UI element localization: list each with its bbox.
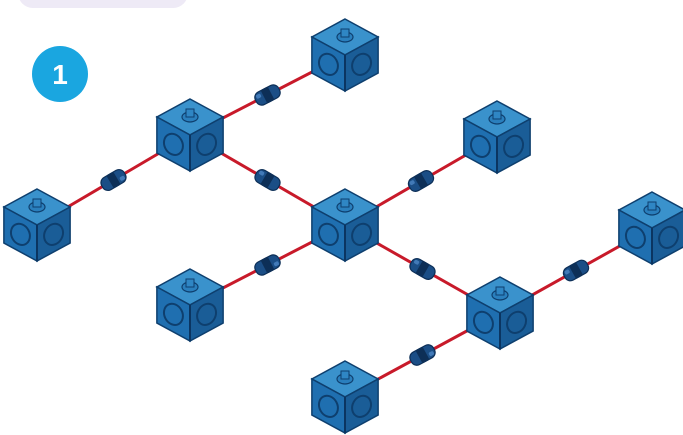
step-badge: 1: [32, 46, 88, 102]
cube-block-icon: [310, 188, 380, 263]
step-number: 1: [52, 59, 68, 90]
cube-block-icon: [2, 188, 72, 263]
connector-icon: [254, 84, 281, 106]
cube-block-icon: [465, 276, 535, 351]
cube-block-icon: [310, 360, 380, 435]
header-pill: [19, 0, 187, 8]
cube-block-icon: [462, 100, 532, 175]
connector-icon: [100, 168, 127, 192]
connector-icon: [409, 344, 436, 366]
connector-icon: [409, 258, 436, 280]
cube-block-icon: [155, 98, 225, 173]
connector-icon: [254, 169, 281, 191]
connector-icon: [254, 254, 281, 276]
step-badge-circle: [32, 46, 88, 102]
cube-block-icon: [310, 18, 380, 93]
connector-icon: [407, 170, 435, 192]
cubes-layer: [2, 18, 683, 435]
cube-block-icon: [155, 268, 225, 343]
cube-block-icon: [617, 191, 683, 266]
connector-icon: [562, 259, 590, 282]
